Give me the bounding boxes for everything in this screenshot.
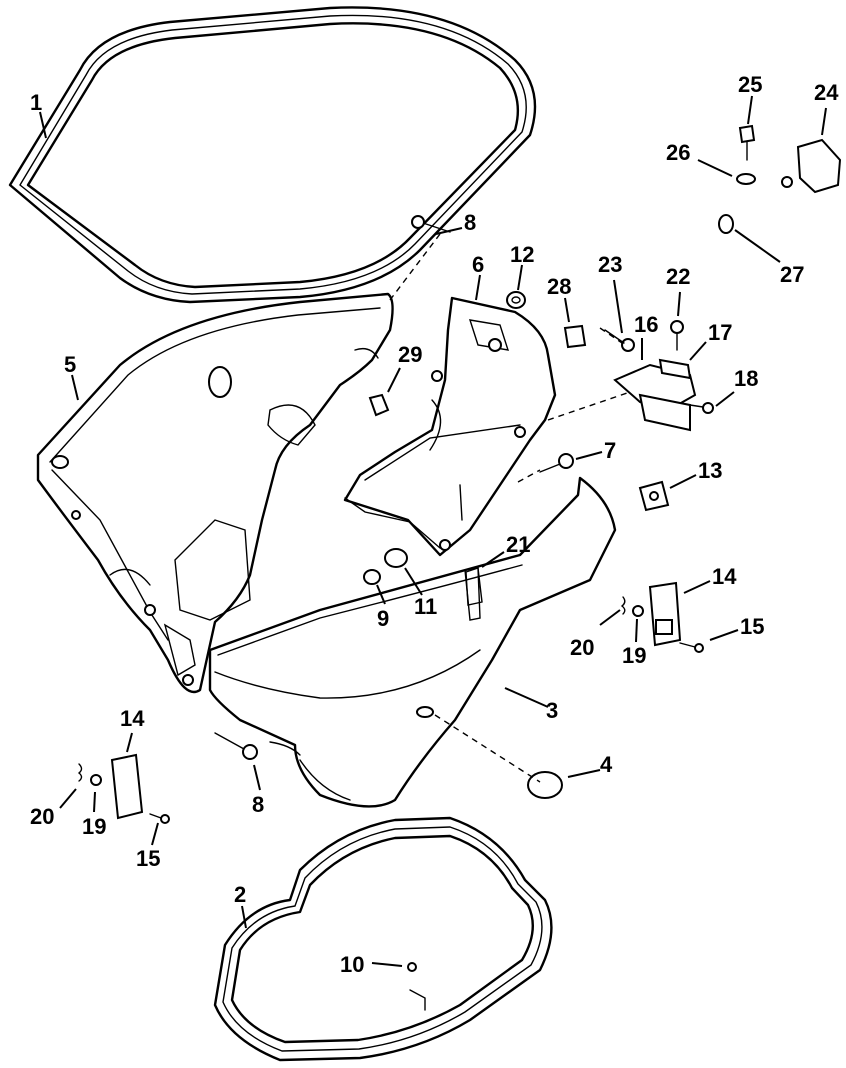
callout-12: 12 [510, 242, 534, 267]
callout-20-left: 20 [30, 804, 54, 829]
callout-8-upper: 8 [464, 210, 476, 235]
callout-5: 5 [64, 352, 76, 377]
port-cowl-part [208, 476, 617, 808]
callout-1: 1 [30, 90, 42, 115]
callout-6: 6 [472, 252, 484, 277]
callout-25: 25 [738, 72, 762, 97]
callout-17: 17 [708, 320, 732, 345]
callout-11: 11 [414, 594, 437, 619]
callout-7: 7 [604, 438, 616, 463]
callout-labels: 1 2 3 4 5 6 7 8 8 9 10 11 12 13 14 14 15… [30, 72, 839, 977]
top-seal-part [8, 6, 537, 304]
callout-10: 10 [340, 952, 364, 977]
alignment-lines [389, 233, 631, 783]
callout-26: 26 [666, 140, 690, 165]
callout-8-lower: 8 [252, 792, 264, 817]
callout-19-left: 19 [82, 814, 106, 839]
callout-28: 28 [547, 274, 571, 299]
callout-27: 27 [780, 262, 804, 287]
callout-16: 16 [634, 312, 658, 337]
callout-3: 3 [546, 698, 558, 723]
callout-20-right: 20 [570, 635, 594, 660]
leader-lines [39, 95, 827, 967]
callout-4: 4 [600, 752, 613, 777]
callout-18: 18 [734, 366, 758, 391]
callout-19-right: 19 [622, 643, 646, 668]
insert-21-part [465, 567, 483, 606]
callout-23: 23 [598, 252, 622, 277]
callout-9: 9 [377, 606, 389, 631]
callout-2: 2 [234, 882, 246, 907]
callout-14-right: 14 [712, 564, 737, 589]
callout-22: 22 [666, 264, 690, 289]
callout-14-left: 14 [120, 706, 145, 731]
bracket-plate-part [343, 296, 557, 557]
callout-13: 13 [698, 458, 722, 483]
callout-15-right: 15 [740, 614, 764, 639]
starboard-cowl-part [36, 292, 394, 694]
callout-15-left: 15 [136, 846, 160, 871]
hardware-parts [77, 124, 842, 972]
callout-29: 29 [398, 342, 422, 367]
callout-21: 21 [506, 532, 530, 557]
callout-24: 24 [814, 80, 839, 105]
bottom-seal-part [213, 816, 553, 1062]
